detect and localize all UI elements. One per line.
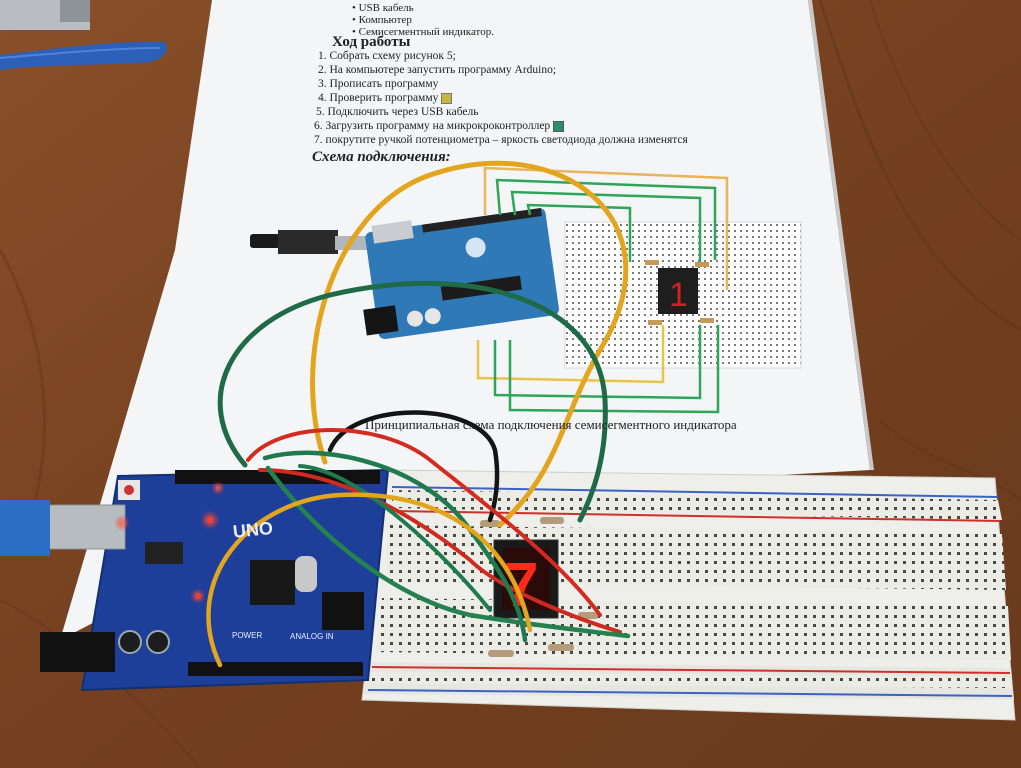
procedure-step-3: 3. Прописать программу xyxy=(318,78,439,90)
resistors xyxy=(480,517,598,657)
schematic-diagram: 1 xyxy=(250,166,802,414)
diagram-display-digit: 1 xyxy=(669,276,688,314)
yellow-wire-long xyxy=(310,160,629,528)
procedure-step-1: 1. Собрать схему рисунок 5; xyxy=(318,50,456,62)
bullet-seven-segment: • Семисегментный индикатор. xyxy=(352,26,494,38)
green-wire-1 xyxy=(262,450,528,643)
bullet-computer: • Компьютер xyxy=(352,14,412,26)
yellow-wire-short xyxy=(206,492,533,668)
upload-icon xyxy=(553,120,565,132)
metal-box-top xyxy=(60,0,90,22)
procedure-step-2: 2. На компьютере запустить программу Ard… xyxy=(318,64,557,76)
jumper-wires xyxy=(206,160,631,668)
green-wire-2 xyxy=(265,465,631,639)
procedure-step-4: 4. Проверить программу xyxy=(318,92,453,104)
paper-shadow-edge xyxy=(808,0,874,470)
red-wire-1 xyxy=(246,428,602,617)
black-wire xyxy=(327,410,500,523)
schematic-heading: Схема подключения: xyxy=(312,149,451,165)
check-icon xyxy=(441,92,453,104)
procedure-heading: Ход работы xyxy=(332,34,411,50)
green-wire-arch xyxy=(217,280,608,523)
board-power-label: POWER xyxy=(232,631,263,640)
figure-caption: Принципиальная схема подключения семисег… xyxy=(365,417,737,432)
procedure-step-5: 5. Подключить через USB кабель xyxy=(316,106,479,118)
board-analog-label: ANALOG IN xyxy=(290,632,334,641)
board-brand-label: UNO xyxy=(232,517,274,542)
procedure-step-6: 6. Загрузить программу на микрокроконтро… xyxy=(314,120,565,132)
red-wire-2 xyxy=(258,468,622,634)
arduino-board xyxy=(0,468,390,692)
green-wire-3 xyxy=(298,464,492,612)
breadboard xyxy=(361,469,1016,721)
bullet-usb-cable: • USB кабель xyxy=(352,2,414,14)
procedure-step-7: 7. покрутите ручкой потенциометра – ярко… xyxy=(314,134,688,146)
